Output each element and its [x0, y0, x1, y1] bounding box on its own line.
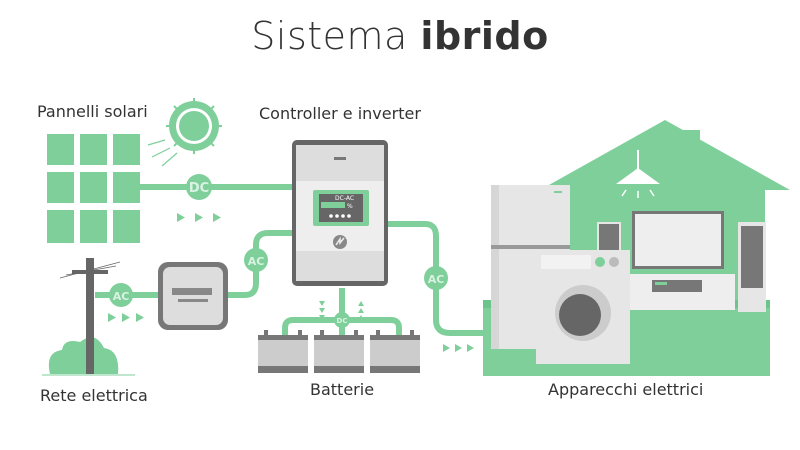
badge-dc-solar: [186, 174, 212, 200]
flow-arrows: [108, 213, 474, 352]
title-regular: Sistema: [251, 14, 408, 58]
washing-machine-icon: [536, 250, 630, 364]
label-solar-panels: Pannelli solari: [37, 102, 148, 121]
badge-ac-meter-text: AC: [248, 255, 265, 268]
page-title: Sistema ibrido: [0, 14, 800, 58]
badge-dc-solar-text: DC: [189, 181, 209, 196]
electric-meter-icon: [158, 262, 228, 330]
badge-ac-meter: [244, 248, 268, 272]
controller-unit-text: %: [347, 203, 353, 210]
label-appliances: Apparecchi elettrici: [548, 380, 704, 399]
label-controller: Controller e inverter: [259, 104, 421, 123]
controller-dots: [329, 214, 351, 218]
tv-icon: [625, 211, 735, 310]
badge-ac-house-text: AC: [428, 273, 445, 286]
solar-panel-icon: [47, 134, 140, 243]
badge-dc-battery: [334, 312, 350, 328]
label-grid: Rete elettrica: [40, 386, 148, 405]
speaker-icon: [597, 222, 766, 312]
lamp-icon: [616, 150, 660, 198]
title-bold: ibrido: [420, 14, 549, 58]
badge-ac-grid: [109, 283, 133, 307]
badge-ac-grid-text: AC: [113, 290, 130, 303]
fridge-icon: [491, 185, 570, 349]
sun-icon: [147, 98, 222, 167]
utility-pole-icon: [42, 258, 135, 376]
label-batteries: Batterie: [310, 380, 375, 399]
battery-icon: [258, 330, 420, 373]
controller-inverter-icon: [292, 140, 388, 286]
controller-mode-text: DC-AC: [335, 195, 354, 202]
badge-dc-battery-text: DC: [337, 317, 348, 325]
badge-ac-house: [424, 266, 448, 290]
